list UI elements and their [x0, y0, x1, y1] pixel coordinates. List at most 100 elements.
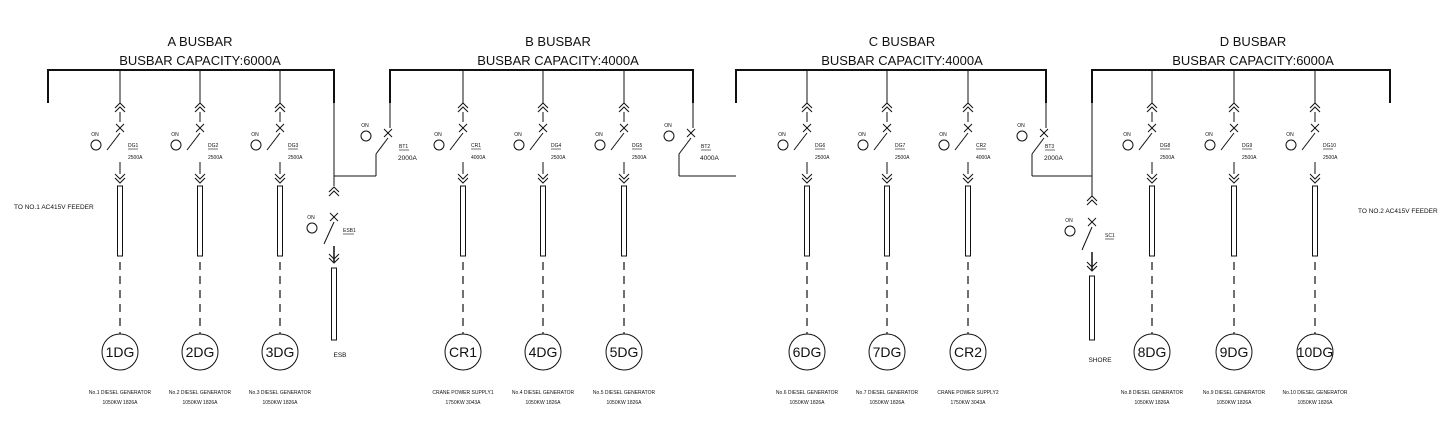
contact-chevron — [457, 177, 469, 184]
on-indicator — [513, 139, 525, 151]
busbar-title: C BUSBAR — [869, 34, 935, 49]
generator-id: 8DG — [1138, 344, 1167, 360]
on-indicator — [1285, 139, 1297, 151]
generator-description: No.3 DIESEL GENERATOR — [249, 390, 312, 396]
breaker-cross — [1147, 123, 1157, 133]
breaker-cross — [383, 128, 393, 138]
breaker-cross — [619, 123, 629, 133]
on-label: ON — [778, 132, 786, 138]
breaker-cross — [538, 123, 548, 133]
cable-trunk — [621, 185, 627, 257]
breaker-cross — [882, 123, 892, 133]
contact-chevron — [194, 173, 206, 180]
generator-id: 2DG — [186, 344, 215, 360]
on-label: ON — [361, 123, 369, 129]
feeder-label: TO NO.2 AC415V FEEDER — [1358, 208, 1438, 215]
contact-chevron — [962, 102, 974, 109]
breaker-blade — [610, 132, 625, 151]
busbar-title: A BUSBAR — [167, 34, 232, 49]
generator-spec: 1050KW 1826A — [1134, 400, 1170, 406]
cable-trunk — [1149, 185, 1155, 257]
generator-symbol — [1133, 333, 1171, 371]
generator-description: No.4 DIESEL GENERATOR — [512, 390, 575, 396]
generator-symbol — [261, 333, 299, 371]
breaker-rating: 4000A — [471, 155, 486, 161]
contact-chevron — [537, 106, 549, 113]
generator-id: 9DG — [1220, 344, 1249, 360]
breaker-blade — [375, 137, 389, 155]
breaker-tag: DG4 — [551, 143, 562, 149]
contact-chevron — [114, 177, 126, 184]
tie-rating: 4000A — [700, 155, 719, 162]
on-indicator — [938, 139, 950, 151]
contact-chevron — [274, 102, 286, 109]
breaker-cross — [1310, 123, 1320, 133]
breaker-rating: 2500A — [815, 155, 830, 161]
contact-chevron — [1086, 265, 1098, 272]
generator-symbol — [1215, 333, 1253, 371]
contact-chevron — [801, 177, 813, 184]
breaker-rating: 2500A — [208, 155, 223, 161]
contact-chevron — [881, 102, 893, 109]
on-label: ON — [1205, 132, 1213, 138]
breaker-blade — [106, 132, 121, 151]
generator-spec: 1050KW 1826A — [525, 400, 561, 406]
on-indicator — [1204, 139, 1216, 151]
on-indicator — [170, 139, 182, 151]
breaker-tag: DG3 — [288, 143, 299, 149]
breaker-blade — [1031, 137, 1045, 155]
breaker-cross — [686, 128, 696, 138]
tie-tag: BT2 — [701, 144, 710, 150]
busbar-capacity: BUSBAR CAPACITY:4000A — [477, 53, 639, 68]
cable-trunk — [117, 185, 123, 257]
contact-chevron — [801, 173, 813, 180]
on-indicator — [857, 139, 869, 151]
contact-chevron — [328, 190, 340, 197]
busbar-capacity: BUSBAR CAPACITY:6000A — [1172, 53, 1334, 68]
contact-chevron — [194, 102, 206, 109]
contact-chevron — [881, 173, 893, 180]
breaker-cross — [963, 123, 973, 133]
generator-symbol — [605, 333, 643, 371]
breaker-tag: DG9 — [1242, 143, 1253, 149]
on-indicator — [360, 130, 372, 142]
generator-description: No.2 DIESEL GENERATOR — [169, 390, 232, 396]
contact-chevron — [274, 173, 286, 180]
breaker-cross — [275, 123, 285, 133]
breaker-cross — [1087, 217, 1097, 227]
contact-chevron — [1228, 173, 1240, 180]
generator-description: No.10 DIESEL GENERATOR — [1283, 390, 1348, 396]
breaker-cross — [115, 123, 125, 133]
on-label: ON — [91, 132, 99, 138]
contact-chevron — [537, 177, 549, 184]
breaker-cross — [802, 123, 812, 133]
cable-trunk — [277, 185, 283, 257]
tie-rating: 2000A — [1044, 155, 1063, 162]
breaker-rating: 2500A — [1242, 155, 1257, 161]
generator-spec: 1050KW 1826A — [869, 400, 905, 406]
contact-chevron — [457, 173, 469, 180]
breaker-rating: 2500A — [1160, 155, 1175, 161]
generator-description: CRANE POWER SUPPLY1 — [432, 390, 494, 396]
breaker-blade — [1081, 226, 1093, 251]
busbar-line — [735, 69, 1047, 103]
contact-chevron — [1228, 177, 1240, 184]
contact-chevron — [618, 173, 630, 180]
breaker-tag: DG1 — [128, 143, 139, 149]
generator-id: 6DG — [793, 344, 822, 360]
generator-spec: 1750KW 3043A — [445, 400, 481, 406]
on-label: ON — [514, 132, 522, 138]
on-indicator — [90, 139, 102, 151]
breaker-blade — [266, 132, 281, 151]
generator-spec: 1050KW 1826A — [789, 400, 825, 406]
breaker-tag: DG5 — [632, 143, 643, 149]
